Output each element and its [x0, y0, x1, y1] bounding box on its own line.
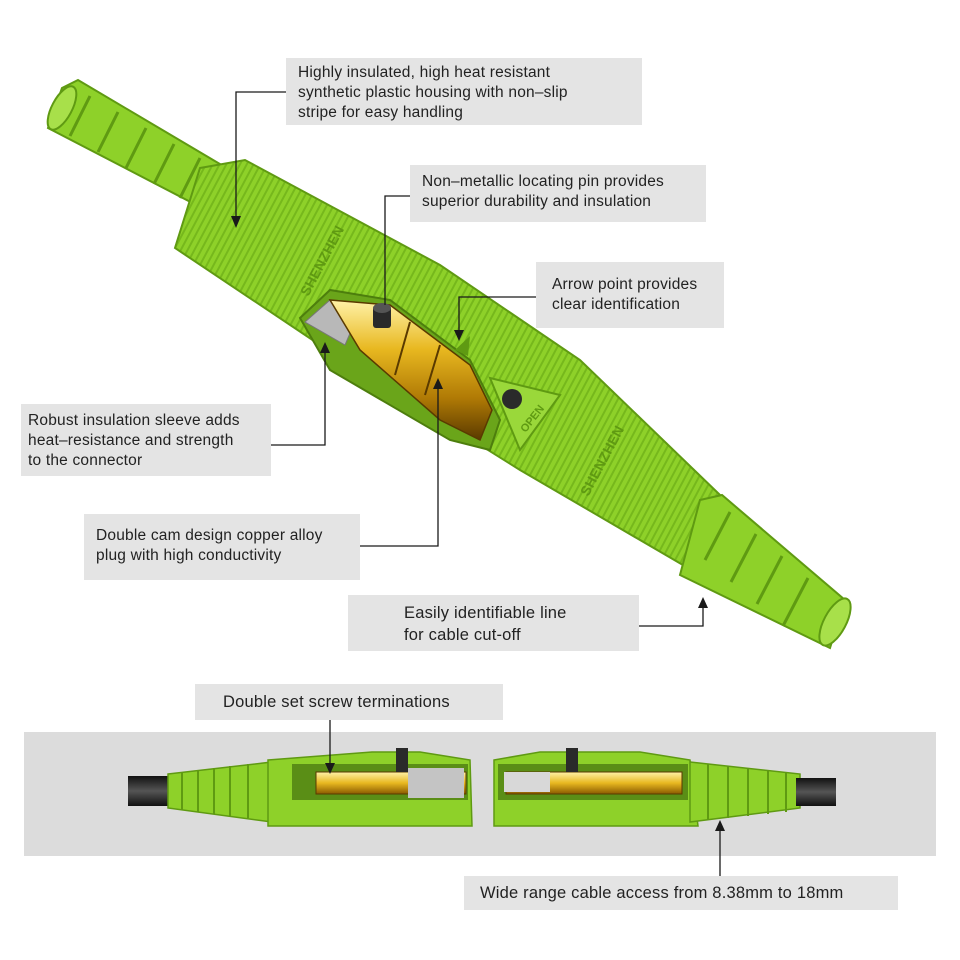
callout-double-cam: Double cam design copper alloy plug with… [84, 514, 360, 580]
bottom-left-connector [128, 748, 473, 827]
callout-double-cam-line-2: plug with high conductivity [96, 547, 282, 564]
callout-housing: Highly insulated, high heat resistant sy… [286, 58, 642, 125]
leader-double-cam [360, 384, 439, 547]
callout-double-cam-line-1: Double cam design copper alloy [96, 527, 323, 544]
leader-arrow-point [458, 296, 536, 335]
callout-locating-pin: Non–metallic locating pin provides super… [410, 165, 706, 222]
right-tail [678, 493, 852, 650]
callout-set-screw: Double set screw terminations [195, 684, 503, 720]
callout-cut-off-line-line-1: Easily identifiable line [404, 604, 567, 622]
left-tail [46, 78, 232, 212]
callout-cut-off-line-line-2: for cable cut-off [404, 626, 521, 644]
callout-arrow-point-line-1: Arrow point provides [552, 276, 698, 293]
leader-lines [231, 91, 708, 627]
leader-cut-off-line [639, 603, 704, 627]
arrow-point [455, 336, 470, 356]
callout-locating-pin-line-2: superior durability and insulation [422, 193, 652, 210]
leader-housing [235, 91, 286, 222]
copper-plug [328, 299, 493, 442]
callout-housing-line-3: stripe for easy handling [298, 104, 464, 121]
callout-housing-line-1: Highly insulated, high heat resistant [298, 64, 551, 81]
callout-arrow-point: Arrow point provides clear identificatio… [536, 262, 724, 328]
main-connector: OPEN SHENZHEN SHENZHEN [46, 78, 852, 650]
callout-insulation-sleeve-line-2: heat–resistance and strength [28, 432, 234, 449]
callout-cut-off-line: Easily identifiable line for cable cut-o… [348, 595, 639, 651]
callout-insulation-sleeve-line-1: Robust insulation sleeve adds [28, 412, 240, 429]
cable-right [796, 778, 836, 806]
leader-locating-pin [384, 195, 410, 305]
callout-cable-range: Wide range cable access from 8.38mm to 1… [464, 876, 898, 910]
callout-insulation-sleeve-line-3: to the connector [28, 452, 143, 469]
callout-insulation-sleeve: Robust insulation sleeve adds heat–resis… [21, 404, 271, 476]
bottom-leader-lines [325, 720, 725, 876]
open-pin [502, 389, 522, 409]
locating-pin [373, 303, 391, 328]
callout-arrow-point-line-2: clear identification [552, 296, 681, 313]
callout-locating-pin-line-1: Non–metallic locating pin provides [422, 173, 665, 190]
callout-cable-range-line-1: Wide range cable access from 8.38mm to 1… [480, 884, 844, 902]
callout-set-screw-line-1: Double set screw terminations [223, 693, 450, 711]
bottom-right-connector [493, 748, 836, 827]
leader-insulation-sleeve [270, 348, 326, 446]
callout-housing-line-2: synthetic plastic housing with non–slip [298, 84, 568, 101]
